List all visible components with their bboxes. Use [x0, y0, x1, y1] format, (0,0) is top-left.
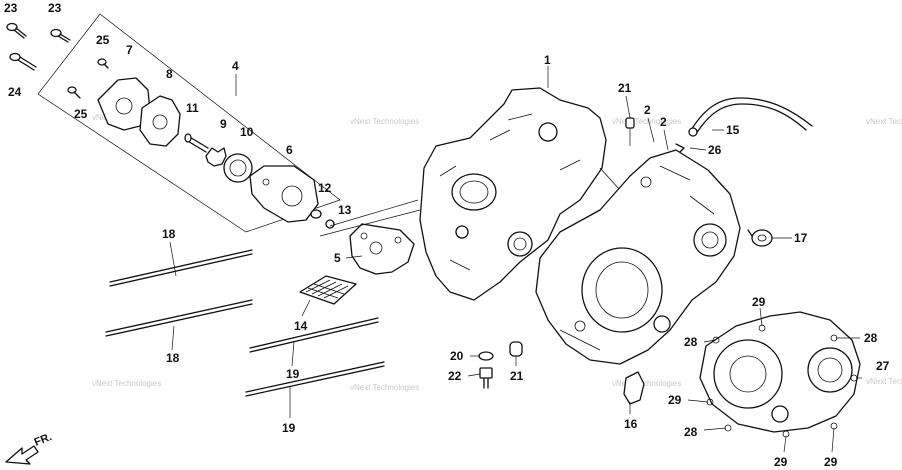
callout-4: 4 [232, 59, 239, 73]
watermark-text: vNext Technologies [92, 379, 161, 388]
callout-18: 18 [162, 227, 176, 241]
crankcase-left-1 [419, 87, 621, 301]
bolt-25-b [67, 86, 81, 99]
bolt-25-a [97, 58, 109, 69]
callout-29: 29 [752, 295, 766, 309]
oil-pump-assembly-frame [37, 13, 341, 233]
callout-19: 19 [286, 367, 300, 381]
callout-10: 10 [240, 125, 254, 139]
pin-12 [310, 209, 322, 219]
watermark-text: vNext Technologies [350, 383, 419, 392]
callout-29: 29 [824, 455, 838, 469]
direction-label: FR. [33, 431, 54, 449]
dowel-21-b [509, 341, 523, 357]
watermark-text: vNext Technologies [612, 379, 681, 388]
callout-2: 2 [644, 103, 651, 117]
watermark-text: vNext Technologies [350, 117, 419, 126]
washer-20 [478, 351, 494, 361]
callout-21: 21 [618, 81, 632, 95]
stud-18-b [105, 299, 253, 337]
callout-13: 13 [338, 203, 352, 217]
callout-1: 1 [544, 53, 551, 67]
callout-23: 23 [4, 1, 18, 15]
callout-16: 16 [624, 417, 638, 431]
crankcase-right-2 [535, 149, 741, 365]
callout-2: 2 [660, 115, 667, 129]
pump-gasket-8 [139, 95, 181, 147]
callout-28: 28 [684, 425, 698, 439]
stud-19-b [245, 361, 385, 397]
callout-6: 6 [286, 143, 293, 157]
dowel-21-a [625, 117, 635, 129]
front-direction-arrow: FR. [5, 431, 54, 465]
callout-23: 23 [48, 1, 62, 15]
callout-11: 11 [186, 101, 199, 115]
callout-22: 22 [448, 369, 462, 383]
clip-26 [675, 143, 685, 153]
watermark-text: vNext Technologies [866, 117, 902, 126]
callout-21: 21 [510, 369, 524, 383]
breather-tube-15 [689, 97, 813, 133]
callout-18: 18 [166, 351, 180, 365]
watermark-text: vNext Technologies [612, 117, 681, 126]
callout-7: 7 [126, 43, 133, 57]
bolt-24 [9, 52, 37, 71]
stud-18-a [109, 249, 253, 287]
callout-9: 9 [220, 117, 227, 131]
stud-19-a [249, 317, 379, 353]
clamp-17 [747, 229, 773, 247]
collar-13 [325, 219, 335, 229]
pump-shaft-11 [184, 133, 209, 153]
inner-rotor-9 [205, 147, 227, 167]
leader-lines [169, 66, 862, 453]
callout-17: 17 [794, 231, 808, 245]
callout-26: 26 [708, 143, 722, 157]
watermark-text: vNext Technologies [866, 377, 902, 386]
oil-screen-14 [299, 275, 357, 305]
callout-29: 29 [668, 393, 682, 407]
callout-27: 27 [876, 359, 890, 373]
callout-19: 19 [282, 421, 296, 435]
callout-25: 25 [74, 107, 88, 121]
drain-bolt-22 [479, 367, 493, 389]
pump-body-6 [249, 165, 319, 223]
cover-gasket [699, 311, 861, 438]
callout-28: 28 [864, 331, 878, 345]
stopper-16 [623, 371, 645, 405]
outer-rotor-10 [223, 153, 253, 183]
callout-15: 15 [726, 123, 740, 137]
bolt-23-a [6, 22, 27, 39]
callout-25: 25 [96, 33, 110, 47]
callout-14: 14 [294, 319, 308, 333]
callout-labels: 23 23 24 25 25 7 8 4 11 9 10 6 12 13 5 1… [4, 1, 890, 469]
callout-8: 8 [166, 67, 173, 81]
callout-24: 24 [8, 85, 22, 99]
callout-29: 29 [774, 455, 788, 469]
callout-5: 5 [334, 251, 341, 265]
callout-28: 28 [684, 335, 698, 349]
bolt-23-b [50, 28, 71, 43]
callout-20: 20 [450, 349, 464, 363]
callout-12: 12 [318, 181, 332, 195]
